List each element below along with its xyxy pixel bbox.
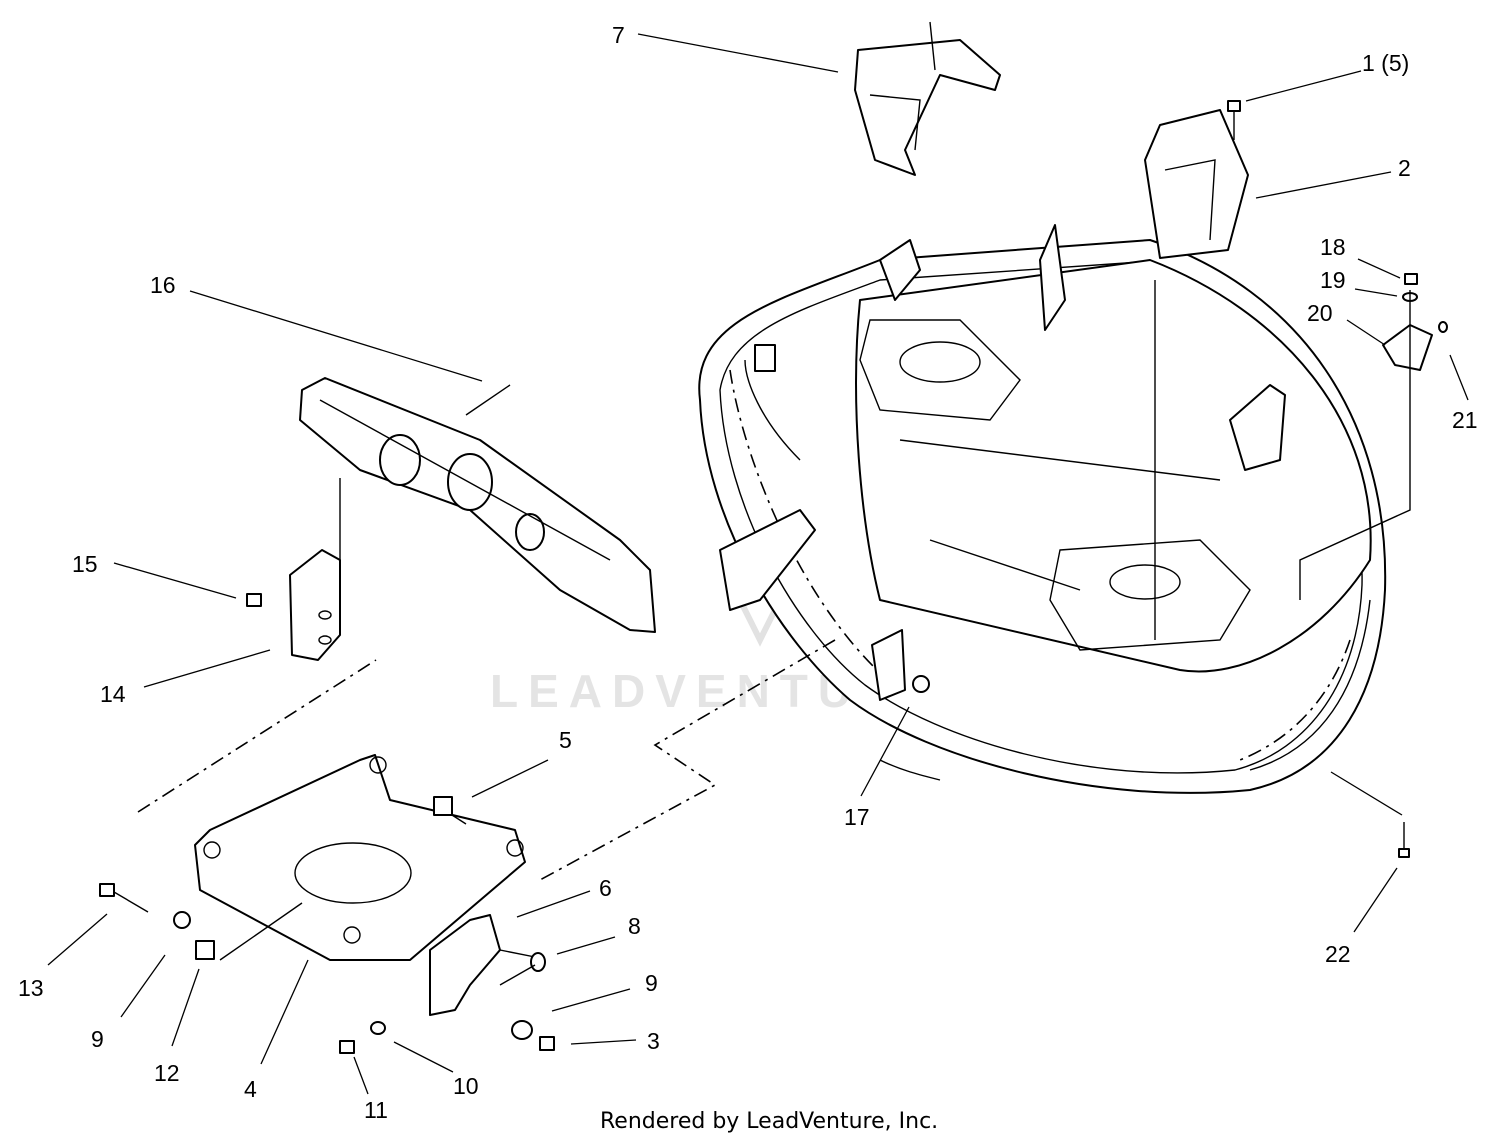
- front-axle-16: [299, 377, 656, 633]
- callout-3: 3: [647, 1028, 660, 1054]
- callout-16: 16: [150, 272, 176, 298]
- hanger-bracket-14: [246, 549, 341, 661]
- screw-22: [1398, 822, 1410, 858]
- callout-9-left: 9: [91, 1026, 104, 1052]
- rod-8: [499, 952, 546, 986]
- hardware-18-21: [1382, 273, 1448, 371]
- callout-15: 15: [72, 551, 98, 577]
- callout-10: 10: [453, 1073, 479, 1099]
- callout-14: 14: [100, 681, 126, 707]
- bolt-1: [1227, 100, 1241, 140]
- deflector-7: [854, 21, 1001, 176]
- washer-9-right: [511, 1020, 533, 1040]
- callout-9-right: 9: [645, 970, 658, 996]
- callout-19: 19: [1320, 267, 1346, 293]
- callout-8: 8: [628, 913, 641, 939]
- callout-2: 2: [1398, 155, 1411, 181]
- nut-3: [539, 1036, 555, 1051]
- mower-deck: [698, 224, 1387, 794]
- callout-21: 21: [1452, 407, 1478, 433]
- footer-credit: Rendered by LeadVenture, Inc.: [600, 1109, 938, 1134]
- callout-1: 1 (5): [1362, 50, 1409, 76]
- callout-17: 17: [844, 804, 870, 830]
- callout-12: 12: [154, 1060, 180, 1086]
- bolt-13: [99, 883, 149, 913]
- centerline-right: [1299, 290, 1411, 600]
- callout-22: 22: [1325, 941, 1351, 967]
- washer-10: [370, 1021, 386, 1035]
- centerline-13: [219, 902, 303, 961]
- callout-18: 18: [1320, 234, 1346, 260]
- callout-5: 5: [559, 727, 572, 753]
- centerline-plate-deck: [539, 639, 836, 881]
- leader-lines: [47, 33, 1469, 1095]
- washer-9-left: [173, 911, 191, 929]
- mount-plate-4: [137, 659, 526, 961]
- spacer-12: [195, 940, 215, 960]
- bolt-5: [433, 796, 467, 825]
- callout-4: 4: [244, 1076, 257, 1102]
- callout-11: 11: [364, 1097, 388, 1123]
- callout-7: 7: [612, 22, 625, 48]
- callout-labels: 1 (5) 2 3 4 5 6 7 8 9 9 10 11 12 13 14 1…: [18, 22, 1478, 1123]
- callout-6: 6: [599, 875, 612, 901]
- deflector-2: [1144, 109, 1249, 259]
- callout-20: 20: [1307, 300, 1333, 326]
- nut-11: [339, 1040, 355, 1054]
- callout-13: 13: [18, 975, 44, 1001]
